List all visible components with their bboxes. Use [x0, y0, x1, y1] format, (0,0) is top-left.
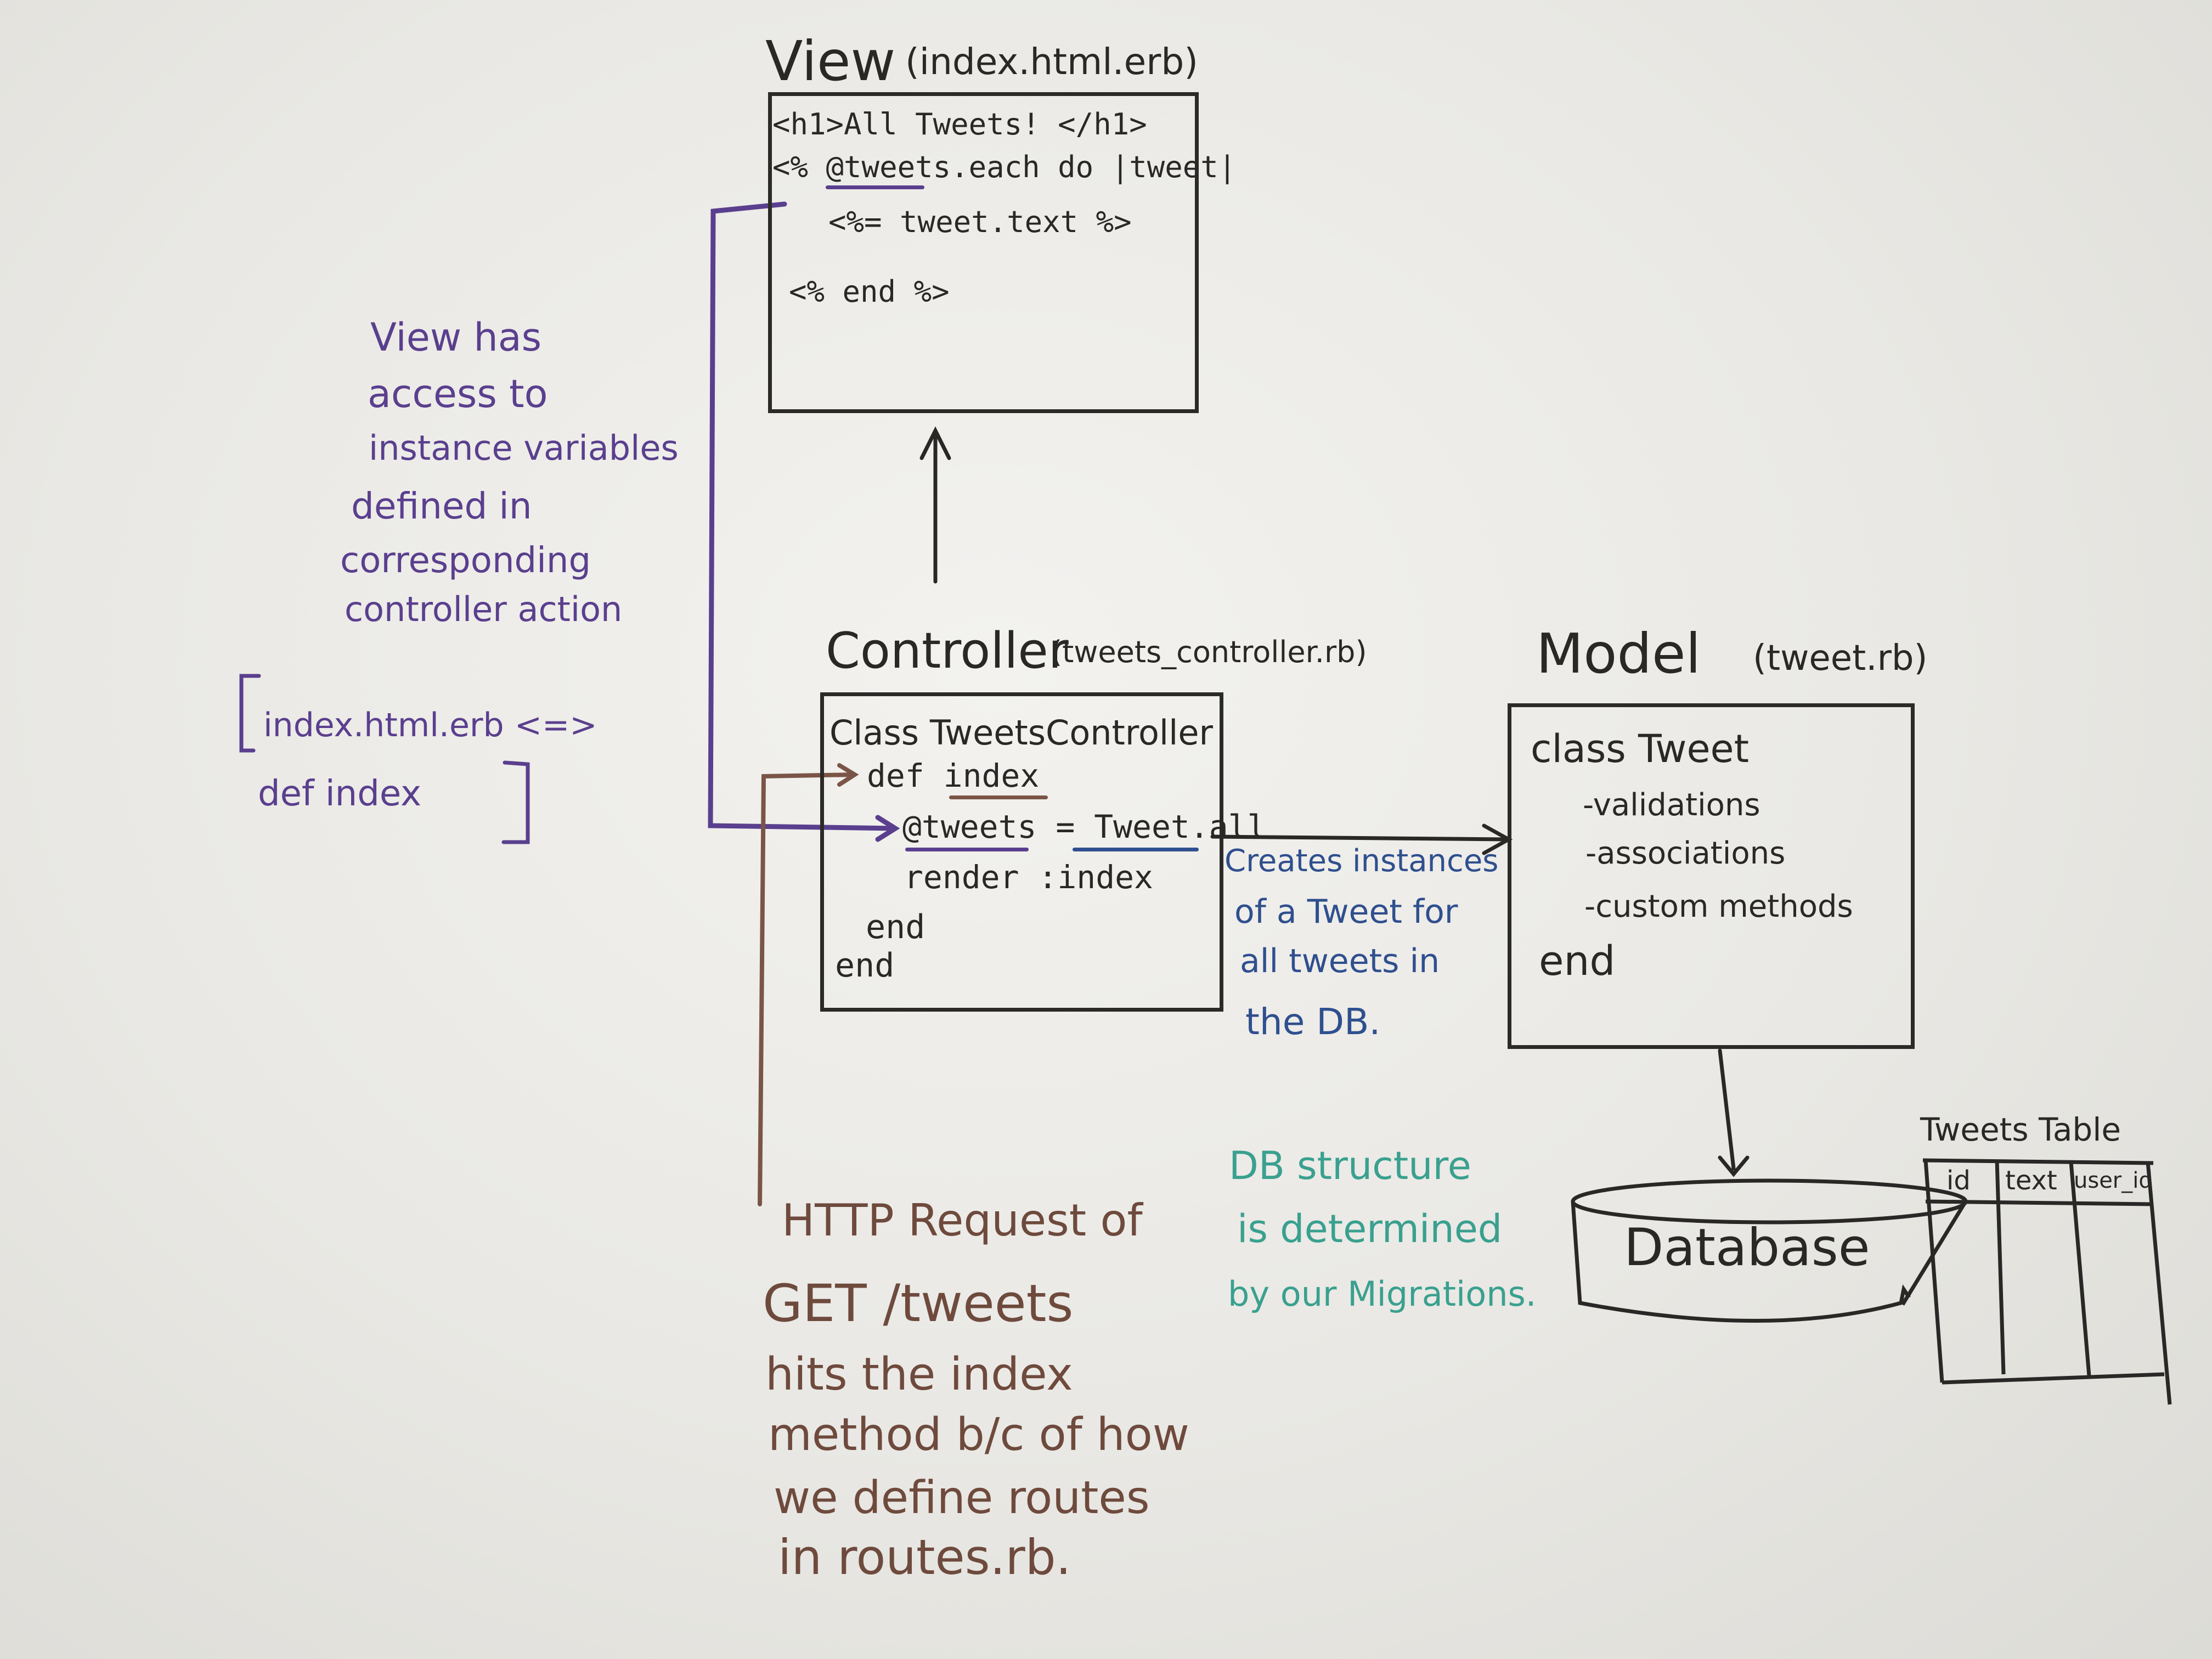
controller-code-line: @tweets = Tweet.all — [902, 808, 1267, 845]
model-note-line: Creates instances — [1224, 843, 1499, 879]
view-code-line: <% @tweets.each do |tweet| — [772, 150, 1237, 184]
tweets-table-grid — [1922, 1158, 2172, 1405]
view-note-line: access to — [368, 371, 548, 416]
controller-code-line: Class TweetsController — [830, 713, 1214, 753]
right-bracket — [501, 760, 530, 844]
http-note-line: in routes.rb. — [778, 1529, 1071, 1585]
tweets-ivar-underline — [905, 848, 1029, 851]
model-title: Model — [1536, 622, 1701, 686]
controller-code-line: end — [835, 946, 895, 985]
model-to-database-arrow — [1718, 1048, 1750, 1177]
model-note-line: all tweets in — [1240, 942, 1440, 980]
tweets-var-underline — [826, 185, 924, 189]
left-bracket — [239, 674, 261, 753]
view-title: View — [765, 29, 896, 93]
controller-file: (tweets_controller.rb) — [1051, 635, 1367, 669]
controller-code-line: def index — [867, 757, 1040, 794]
model-note-line: of a Tweet for — [1234, 893, 1458, 931]
tweet-all-underline — [1073, 848, 1199, 851]
db-note-line: by our Migrations. — [1228, 1274, 1537, 1314]
db-note-line: DB structure — [1229, 1143, 1471, 1188]
model-code-line: -validations — [1583, 787, 1760, 823]
tweets-table-column: id — [1946, 1165, 1971, 1196]
bracket-note-line: index.html.erb <=> — [263, 706, 597, 744]
model-code-line: class Tweet — [1531, 726, 1750, 771]
tweets-table-title: Tweets Table — [1920, 1111, 2121, 1148]
model-note-line: the DB. — [1245, 1001, 1381, 1043]
bracket-note-line: def index — [258, 774, 421, 814]
controller-title: Controller — [826, 622, 1069, 680]
view-note-line: corresponding — [340, 540, 591, 581]
model-code-line: -custom methods — [1584, 889, 1853, 924]
http-note-line: GET /tweets — [763, 1274, 1074, 1334]
view-code-line: <h1>All Tweets! </h1> — [772, 107, 1147, 142]
view-code-line: <%= tweet.text %> — [828, 205, 1132, 239]
view-note-line: View has — [370, 315, 542, 360]
view-code-line: <% end %> — [789, 274, 950, 309]
view-note-line: defined in — [351, 485, 532, 527]
model-code-line: -associations — [1585, 836, 1786, 871]
def-index-underline — [949, 795, 1048, 799]
controller-code-line: end — [866, 908, 926, 946]
database-label: Database — [1624, 1218, 1870, 1278]
http-note-line: we define routes — [774, 1472, 1150, 1524]
view-file: (index.html.erb) — [905, 41, 1198, 83]
model-file: (tweet.rb) — [1753, 638, 1928, 679]
controller-code-line: render :index — [904, 859, 1153, 896]
purple-connector — [708, 201, 900, 842]
tweets-table-column: user_id — [2074, 1168, 2153, 1193]
http-note-line: hits the index — [765, 1348, 1073, 1401]
view-note-line: instance variables — [369, 428, 679, 468]
http-note-line: method b/c of how — [768, 1409, 1189, 1461]
model-box — [1508, 703, 1915, 1049]
view-box — [768, 92, 1199, 413]
model-code-line: end — [1539, 938, 1616, 985]
db-note-line: is determined — [1237, 1206, 1503, 1251]
controller-to-view-arrow — [919, 426, 951, 584]
controller-box — [820, 692, 1223, 1012]
http-note-line: HTTP Request of — [782, 1195, 1143, 1246]
view-note-line: controller action — [345, 589, 623, 629]
tweets-table-column: text — [2005, 1165, 2057, 1196]
